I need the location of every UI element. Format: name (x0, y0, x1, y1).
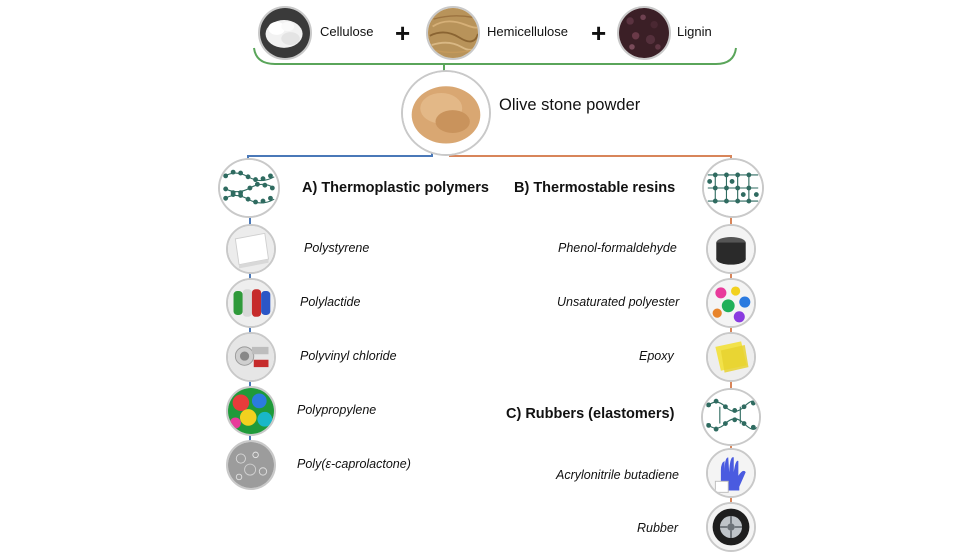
acrylonitrile-butadiene-label: Acrylonitrile butadiene (556, 468, 679, 482)
thermoplastic-polymer-chain-image (218, 158, 280, 218)
polypropylene-image (226, 386, 276, 436)
unsaturated-polyester-label: Unsaturated polyester (557, 295, 680, 309)
plus-sign-1: + (395, 18, 411, 48)
hemicellulose-image (426, 6, 480, 60)
phenol-formaldehyde-image (706, 224, 756, 274)
thermoplastic-heading: A) Thermoplastic polymers (302, 180, 489, 196)
cellulose-label: Cellulose (320, 24, 374, 39)
polystyrene-image (226, 224, 276, 274)
polylactide-label: Polylactide (300, 295, 361, 309)
epoxy-image (706, 332, 756, 382)
thermoset-network-image (702, 158, 764, 218)
polyvinyl-chloride-label: Polyvinyl chloride (300, 349, 397, 363)
polycaprolactone-image (226, 440, 276, 490)
acrylonitrile-butadiene-image (706, 448, 756, 498)
plus-sign-2: + (591, 18, 607, 48)
olive-stone-powder-image (401, 70, 491, 156)
polypropylene-label: Polypropylene (297, 403, 377, 417)
polystyrene-label: Polystyrene (304, 241, 370, 255)
cellulose-image (258, 6, 312, 60)
right-branch-line (449, 150, 732, 166)
polycaprolactone-label: Poly(ε-caprolactone) (297, 457, 411, 471)
polyvinyl-chloride-image (226, 332, 276, 382)
epoxy-label: Epoxy (639, 349, 674, 363)
thermoset-heading: B) Thermostable resins (514, 180, 676, 196)
phenol-formaldehyde-label: Phenol-formaldehyde (558, 241, 677, 255)
lignin-image (617, 6, 671, 60)
rubbers-heading: C) Rubbers (elastomers) (506, 406, 675, 422)
olive-stone-powder-label: Olive stone powder (499, 96, 641, 114)
lignin-label: Lignin (677, 24, 712, 39)
left-branch-line (247, 150, 433, 166)
hemicellulose-label: Hemicellulose (487, 24, 568, 39)
rubber-tire-image (706, 502, 756, 552)
elastomer-chain-image (701, 388, 761, 446)
unsaturated-polyester-image (706, 278, 756, 328)
rubber-label: Rubber (637, 521, 678, 535)
polylactide-image (226, 278, 276, 328)
